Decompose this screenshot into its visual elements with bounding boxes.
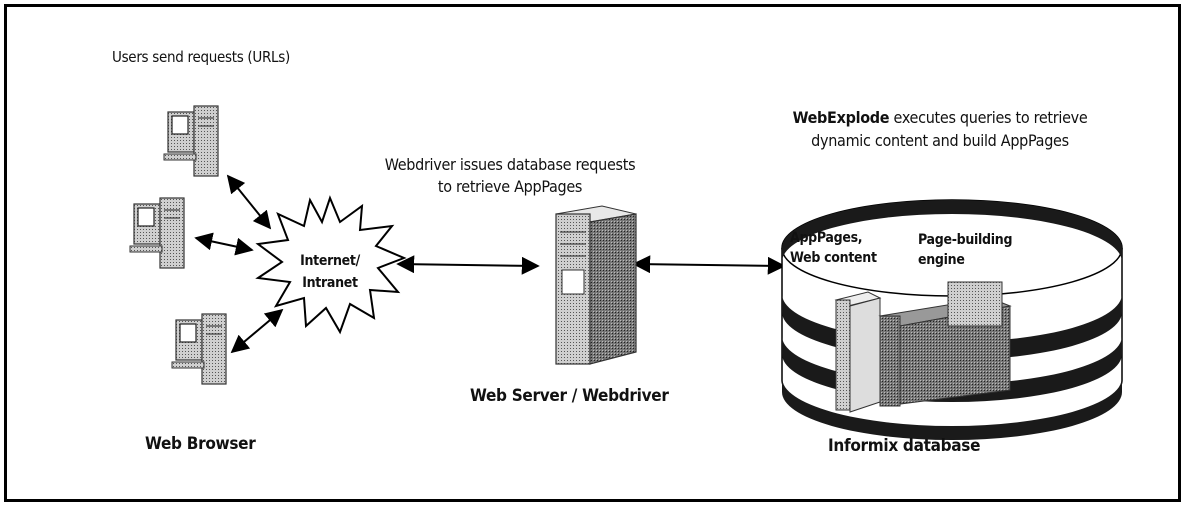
apppages-store-label-line2: Web content: [790, 250, 877, 266]
arrow: [230, 308, 284, 354]
web-browser-label: Web Browser: [145, 434, 256, 454]
computer-icon: [171, 313, 227, 385]
informix-database-label: Informix database: [828, 436, 981, 456]
webdriver-caption-line1: Webdriver issues database requests: [384, 155, 636, 174]
apppages-store-label-line1: AppPages,: [790, 230, 863, 246]
webdriver-caption: Webdriver issues database requests to re…: [350, 154, 670, 198]
arrow: [226, 174, 272, 230]
webexplode-caption: WebExplode executes queries to retrieve …: [760, 106, 1120, 152]
engine-store-label: Page-building engine: [918, 230, 1028, 270]
web-server-label: Web Server / Webdriver: [470, 386, 669, 406]
arrow: [194, 232, 254, 256]
engine-store-label-line1: Page-building: [918, 232, 1013, 248]
cloud-label: Internet/ Intranet: [284, 250, 376, 294]
engine-store-label-line2: engine: [918, 252, 965, 268]
database-cylinder-icon: [781, 199, 1123, 440]
computer-icon: [163, 105, 219, 177]
starburst-cloud-icon: [255, 195, 407, 335]
webexplode-caption-line2: dynamic content and build AppPages: [811, 131, 1069, 150]
apppages-store-label: AppPages, Web content: [790, 228, 880, 268]
arrow: [396, 255, 540, 275]
users-caption: Users send requests (URLs): [112, 48, 290, 66]
cloud-label-line2: Intranet: [302, 275, 358, 291]
computer-icon: [129, 197, 185, 269]
webexplode-caption-line1: WebExplode executes queries to retrieve: [760, 106, 1120, 129]
server-tower-icon: [555, 205, 637, 365]
cloud-label-line1: Internet/: [300, 253, 360, 269]
webexplode-name: WebExplode: [792, 108, 890, 127]
webexplode-caption-line1-rest: executes queries to retrieve: [889, 108, 1088, 127]
webdriver-caption-line2: to retrieve AppPages: [437, 177, 583, 196]
arrow: [632, 255, 786, 275]
